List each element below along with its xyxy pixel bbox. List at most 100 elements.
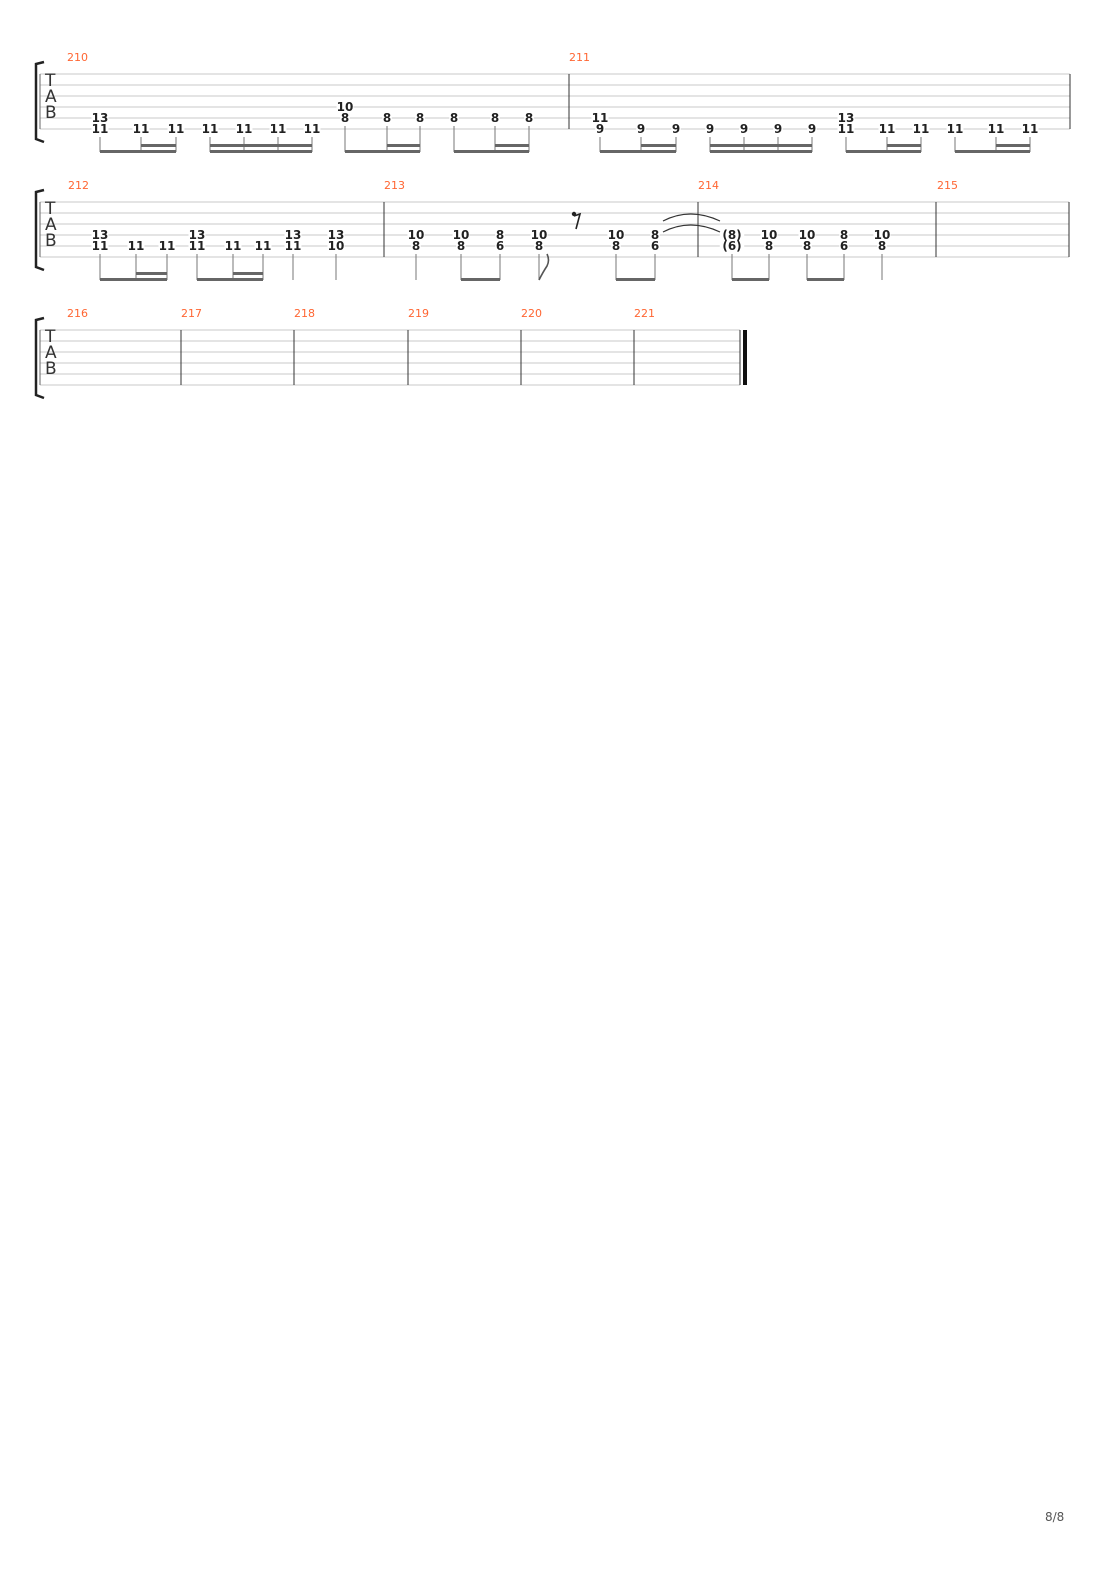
fret-number: 11 — [304, 122, 321, 136]
fret-number: 9 — [596, 122, 604, 136]
measure-number: 211 — [569, 51, 590, 64]
measure-number: 217 — [181, 307, 202, 320]
fret-bg — [705, 124, 715, 134]
fret-number: 13 — [328, 228, 345, 242]
beam — [616, 278, 655, 281]
fret-bg — [456, 241, 466, 251]
fret-number: 10 — [874, 228, 891, 242]
fret-bg — [452, 230, 470, 240]
fret-bg — [269, 124, 287, 134]
beam-secondary — [141, 144, 176, 147]
fret-bg — [415, 113, 425, 123]
fret-number: 8 — [535, 239, 543, 253]
fret-number: 10 — [408, 228, 425, 242]
beam — [732, 278, 769, 281]
fret-number: 6 — [496, 239, 504, 253]
fret-bg — [284, 241, 302, 251]
fret-number: 8 — [765, 239, 773, 253]
beam — [100, 150, 176, 153]
beam-secondary — [996, 144, 1030, 147]
fret-bg — [167, 124, 185, 134]
measure-number: 221 — [634, 307, 655, 320]
fret-bg — [807, 124, 817, 134]
beam — [807, 278, 844, 281]
fret-bg — [336, 102, 354, 112]
tab-clef-letter: B — [45, 103, 57, 123]
fret-bg — [284, 230, 302, 240]
fret-bg — [327, 241, 345, 251]
fret-number: 10 — [799, 228, 816, 242]
fret-number: 11 — [285, 239, 302, 253]
fret-bg — [912, 124, 930, 134]
fret-bg — [760, 230, 778, 240]
fret-number: 9 — [706, 122, 714, 136]
fret-number: 10 — [453, 228, 470, 242]
beam — [846, 150, 921, 153]
fret-bg — [607, 230, 625, 240]
fret-bg — [327, 230, 345, 240]
fret-number: 11 — [592, 111, 609, 125]
page-number: 8/8 — [1045, 1510, 1065, 1524]
fret-bg — [739, 124, 749, 134]
measure-number: 218 — [294, 307, 315, 320]
fret-bg — [839, 230, 849, 240]
fret-number: 8 — [412, 239, 420, 253]
fret-number: 11 — [133, 122, 150, 136]
fret-bg — [303, 124, 321, 134]
beam — [197, 278, 263, 281]
fret-number: 8 — [450, 111, 458, 125]
fret-bg — [530, 230, 548, 240]
fret-number: 8 — [383, 111, 391, 125]
fret-bg — [534, 241, 544, 251]
fret-bg — [636, 124, 646, 134]
fret-bg — [382, 113, 392, 123]
fret-number: (6) — [722, 239, 741, 253]
fret-number: 8 — [878, 239, 886, 253]
beam — [345, 150, 420, 153]
fret-bg — [873, 230, 891, 240]
fret-bg — [595, 124, 605, 134]
measure-number: 210 — [67, 51, 88, 64]
tie-arc — [662, 224, 721, 233]
final-barline-thick — [743, 330, 747, 385]
fret-number: 13 — [92, 228, 109, 242]
measure-number: 215 — [937, 179, 958, 192]
fret-number: 9 — [774, 122, 782, 136]
beam-secondary — [495, 144, 529, 147]
fret-bg — [495, 241, 505, 251]
fret-bg — [877, 241, 887, 251]
fret-number: 11 — [92, 239, 109, 253]
fret-bg — [91, 124, 109, 134]
measure-number: 219 — [408, 307, 429, 320]
fret-bg — [773, 124, 783, 134]
beam-secondary — [233, 272, 263, 275]
fret-number: 11 — [189, 239, 206, 253]
tab-clef-letter: A — [45, 343, 57, 363]
fret-bg — [411, 241, 421, 251]
fret-bg — [490, 113, 500, 123]
fret-number: 8 — [612, 239, 620, 253]
fret-number: 11 — [159, 239, 176, 253]
fret-bg — [132, 124, 150, 134]
fret-number: 11 — [838, 122, 855, 136]
fret-bg — [650, 230, 660, 240]
fret-number: 11 — [270, 122, 287, 136]
tab-clef-letter: T — [44, 71, 56, 91]
fret-number: 10 — [337, 100, 354, 114]
fret-bg — [449, 113, 459, 123]
fret-number: 11 — [168, 122, 185, 136]
fret-bg — [495, 230, 505, 240]
fret-bg — [946, 124, 964, 134]
fret-number: 8 — [651, 228, 659, 242]
tab-clef-letter: T — [44, 199, 56, 219]
fret-number: 10 — [761, 228, 778, 242]
fret-number: 13 — [189, 228, 206, 242]
fret-bg — [798, 230, 816, 240]
fret-bg — [802, 241, 812, 251]
fret-bg — [878, 124, 896, 134]
fret-bg — [764, 241, 774, 251]
eighth-rest-icon — [571, 211, 582, 230]
fret-number: 11 — [236, 122, 253, 136]
